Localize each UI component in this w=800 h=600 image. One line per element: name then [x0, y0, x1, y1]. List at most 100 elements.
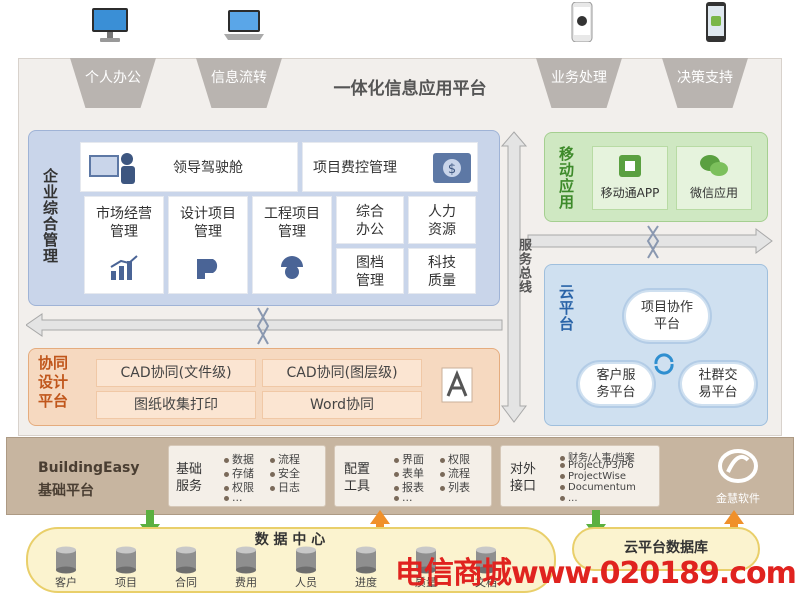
refresh-cycle-icon [654, 353, 674, 375]
tab-decision: 决策支持 [662, 58, 748, 108]
cad-layer-level: CAD协同(图层级) [262, 359, 422, 387]
worker-helmet-icon [281, 256, 303, 279]
config-tool-item: 列表 [440, 479, 470, 495]
mobile-app-label: 移动通APP [600, 186, 660, 200]
android-phone-icon [706, 2, 726, 42]
db-quality: 质量 [406, 546, 446, 590]
database-icon [296, 546, 316, 574]
config-tool-item: ... [394, 491, 413, 504]
config-tools-label: 配置工具 [344, 462, 371, 494]
interface-item: ... [560, 493, 578, 504]
word-collab: Word协同 [262, 391, 422, 419]
dashboard-icon [89, 153, 135, 184]
config-tool-item: 界面 [394, 451, 424, 467]
config-tool-item: 流程 [440, 465, 470, 481]
database-icon [56, 546, 76, 574]
db-schedule: 进度 [346, 546, 386, 590]
cad-icon [441, 367, 473, 403]
project-cost: 项目费控管理 $ [302, 142, 478, 192]
external-interface-label: 对外接口 [510, 462, 537, 494]
base-service-item: 日志 [270, 479, 300, 495]
mobile-app: 移动通APP [592, 146, 668, 210]
project-collab-cloud: 项目协作平台 [624, 290, 710, 342]
mobile-title: 移动应用 [557, 146, 575, 210]
watermark-text: 电信商城www.020189.com [395, 556, 797, 591]
customer-service-cloud: 客户服务平台 [578, 362, 654, 406]
desktop-computer-icon [92, 8, 128, 42]
module-quality: 科技质量 [408, 248, 476, 294]
base-services-label: 基础服务 [176, 462, 203, 494]
interface-item: 财务/人事/档案 [560, 449, 635, 464]
base-service-item: 数据 [224, 451, 254, 467]
module-archive: 图档管理 [336, 248, 404, 294]
drawing-print: 图纸收集打印 [96, 391, 256, 419]
platform-title: 一体化信息应用平台 [333, 79, 487, 99]
bus-label: 服务总线 [516, 238, 531, 294]
module-market: 市场经营管理 [84, 196, 164, 294]
leader-cockpit-label: 领导驾驶舱 [173, 160, 243, 176]
base-service-item: ... [224, 491, 243, 504]
data-center-items: 客户 项目 合同 费用 人员 进度 质量 文档 [46, 546, 506, 590]
svg-text:$: $ [448, 162, 456, 177]
module-design-label: 设计项目管理 [180, 206, 236, 240]
base-service-item: 安全 [270, 465, 300, 481]
tab-business: 业务处理 [536, 58, 622, 108]
base-services-box [168, 445, 326, 507]
cloud-title: 云平台 [557, 284, 575, 332]
money-icon: $ [433, 153, 471, 183]
db-cost: 费用 [226, 546, 266, 590]
interface-item: Documentum [560, 482, 636, 493]
db-staff: 人员 [286, 546, 326, 590]
enterprise-title: 企业综合管理 [41, 168, 59, 264]
tab-personal-office: 个人办公 [70, 58, 156, 108]
module-market-label: 市场经营管理 [96, 206, 152, 240]
module-office: 综合办公 [336, 196, 404, 244]
base-service-item: 权限 [224, 479, 254, 495]
design-icon [197, 259, 218, 279]
data-center-title: 数 据 中 心 [254, 532, 326, 548]
database-icon [476, 546, 496, 574]
service-bus-arrows [26, 131, 773, 423]
iphone-icon [571, 2, 593, 42]
external-interface-box [500, 445, 660, 507]
config-tool-item: 报表 [394, 479, 424, 495]
module-engineering-label: 工程项目管理 [264, 206, 320, 240]
jinhui-logo-icon [718, 449, 758, 483]
collab-title: 协同设计平台 [38, 354, 69, 410]
config-tool-item: 权限 [440, 451, 470, 467]
leader-cockpit: 领导驾驶舱 [80, 142, 298, 192]
db-document: 文档 [466, 546, 506, 590]
wechat-app-label: 微信应用 [689, 186, 738, 200]
database-icon [176, 546, 196, 574]
db-project: 项目 [106, 546, 146, 590]
base-title-cn: 基础平台 [38, 483, 94, 499]
community-trade-cloud: 社群交易平台 [680, 362, 756, 406]
wechat-app: 微信应用 [676, 146, 752, 210]
database-icon [116, 546, 136, 574]
module-design: 设计项目管理 [168, 196, 248, 294]
cloud-database-label: 云平台数据库 [624, 540, 708, 556]
brand-name: 金慧软件 [716, 492, 760, 505]
module-hr: 人力资源 [408, 196, 476, 244]
interface-item: ProjectWise [560, 471, 626, 482]
cloud-database [572, 527, 760, 571]
db-customer: 客户 [46, 546, 86, 590]
wechat-icon [700, 155, 728, 176]
database-icon [416, 546, 436, 574]
tab-info-flow: 信息流转 [196, 58, 282, 108]
database-icon [236, 546, 256, 574]
app-phone-icon [619, 155, 641, 177]
database-icon [356, 546, 376, 574]
cad-file-level: CAD协同(文件级) [96, 359, 256, 387]
base-title-en: BuildingEasy [38, 460, 140, 476]
base-service-item: 流程 [270, 451, 300, 467]
config-tools-box [334, 445, 492, 507]
interface-item: Project/P3/P6 [560, 460, 634, 471]
module-engineering: 工程项目管理 [252, 196, 332, 294]
project-cost-label: 项目费控管理 [313, 160, 397, 176]
laptop-icon [224, 10, 264, 40]
config-tool-item: 表单 [394, 465, 424, 481]
growth-chart-icon [110, 255, 138, 280]
base-service-item: 存储 [224, 465, 254, 481]
data-center [26, 527, 556, 593]
